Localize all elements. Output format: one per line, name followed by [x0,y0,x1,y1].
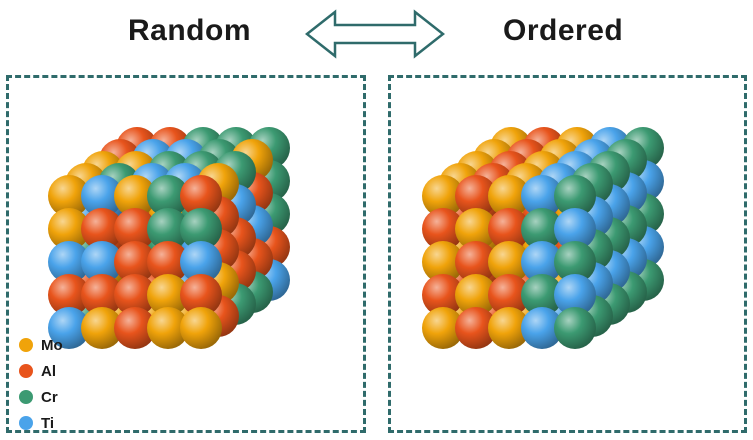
atom-mo [488,175,530,217]
random-structure-panel: Mo Al Cr Ti [6,75,366,433]
atom-al [114,307,156,349]
atom-cr [521,208,563,250]
atom-al [455,241,497,283]
random-title: Random [128,14,251,47]
atom-cr [554,307,596,349]
atom-al [422,274,464,316]
atom-mo [81,307,123,349]
atom-al [180,175,222,217]
ordered-title: Ordered [503,14,624,47]
atom-mo [422,175,464,217]
atom-mo [488,307,530,349]
legend-label-al: Al [41,362,56,380]
legend-item-cr: Cr [19,384,63,410]
legend-item-al: Al [19,358,63,384]
atom-al [114,241,156,283]
legend-label-ti: Ti [41,414,55,432]
atom-ti [81,175,123,217]
atom-mo [48,208,90,250]
atom-ti [554,274,596,316]
legend-dot-cr [19,390,33,404]
legend-label-mo: Mo [41,336,63,354]
atom-al [180,274,222,316]
atom-cr [147,175,189,217]
atom-al [455,307,497,349]
atom-mo [488,241,530,283]
ordered-structure-panel [388,75,747,433]
atom-mo [422,307,464,349]
element-legend: Mo Al Cr Ti [19,332,63,436]
atom-al [147,241,189,283]
atom-al [81,208,123,250]
legend-dot-al [19,364,33,378]
atom-cr [554,241,596,283]
atom-al [455,175,497,217]
legend-dot-mo [19,338,33,352]
atom-mo [48,175,90,217]
double-arrow-icon [305,9,445,59]
atom-mo [455,208,497,250]
atom-al [114,274,156,316]
atom-ti [521,175,563,217]
atom-cr [554,175,596,217]
atom-al [114,208,156,250]
atom-mo [422,241,464,283]
atom-ti [180,241,222,283]
atom-ti [48,307,90,349]
atom-mo [180,307,222,349]
atom-cr [180,208,222,250]
atom-al [422,208,464,250]
ordered-atom-cube [422,127,664,349]
atom-mo [147,307,189,349]
atom-ti [521,241,563,283]
legend-item-mo: Mo [19,332,63,358]
atom-al [488,208,530,250]
atom-ti [81,241,123,283]
legend-item-ti: Ti [19,410,63,436]
atom-al [81,274,123,316]
atom-cr [147,208,189,250]
atom-mo [147,274,189,316]
atom-ti [554,208,596,250]
atom-ti [48,241,90,283]
atom-ti [521,307,563,349]
legend-label-cr: Cr [41,388,58,406]
atom-cr [521,274,563,316]
random-atom-cube [48,127,290,349]
atom-mo [455,274,497,316]
legend-dot-ti [19,416,33,430]
atom-al [488,274,530,316]
atom-mo [114,175,156,217]
atom-al [48,274,90,316]
